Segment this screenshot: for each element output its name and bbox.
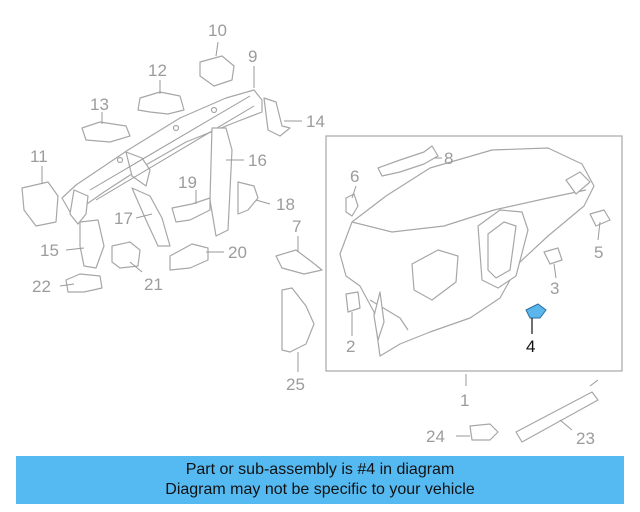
part-16-brace [209,127,233,237]
part-15-bracket [79,219,105,269]
callout-22: 22 [32,277,51,296]
callout-20: 20 [228,243,247,262]
part-21-bracket [111,241,141,269]
part-22-bracket [65,273,103,293]
part-info-banner: Part or sub-assembly is #4 in diagram Di… [16,456,624,504]
parts-diagram: 10 9 12 13 14 11 16 19 18 17 20 15 21 22… [21,21,623,448]
callout-8: 8 [444,149,453,168]
callout-15: 15 [40,241,59,260]
leader-lines [41,41,601,437]
part-8-duct [377,145,439,177]
part-5-clip [589,209,611,227]
callout-17: 17 [114,209,133,228]
part-20-bracket [169,243,209,271]
callout-23: 23 [576,429,595,448]
callout-14: 14 [306,112,325,131]
callout-12: 12 [148,61,167,80]
cross-car-beam [61,89,263,225]
callout-21: 21 [144,275,163,294]
callout-1: 1 [460,391,469,410]
part-3-clip [543,247,563,265]
callout-18: 18 [276,195,295,214]
instrument-panel [339,147,595,357]
part-2-clip [345,291,361,313]
part-23-strip [515,391,599,443]
banner-line-1: Part or sub-assembly is #4 in diagram [185,461,455,478]
banner-line-2: Diagram may not be specific to your vehi… [165,481,475,498]
callout-24: 24 [426,427,445,446]
callout-10: 10 [208,21,227,40]
instrument-panel-group-box [325,135,623,372]
callout-25: 25 [286,375,305,394]
callout-5: 5 [594,243,603,262]
part-25-side-cover [281,287,315,353]
part-14-bracket [263,97,291,137]
part-19-trim [171,197,211,223]
part-12-bracket [137,91,185,115]
callout-16: 16 [248,151,267,170]
callout-3: 3 [550,279,559,298]
callout-7: 7 [292,217,301,236]
part-10-bracket [199,55,235,87]
callout-4: 4 [526,337,535,356]
part-17-brace [131,187,171,247]
callout-2: 2 [346,337,355,356]
callout-11: 11 [30,147,48,166]
part-13-bracket [81,121,131,143]
part-4-highlighted [525,303,547,319]
callout-13: 13 [90,95,109,114]
callout-9: 9 [248,47,257,66]
part-7-bracket [275,249,323,275]
callout-19: 19 [178,173,197,192]
part-11-bracket [21,181,59,227]
part-24-clip [469,423,499,441]
part-18-bracket [237,181,259,215]
callout-6: 6 [350,167,359,186]
